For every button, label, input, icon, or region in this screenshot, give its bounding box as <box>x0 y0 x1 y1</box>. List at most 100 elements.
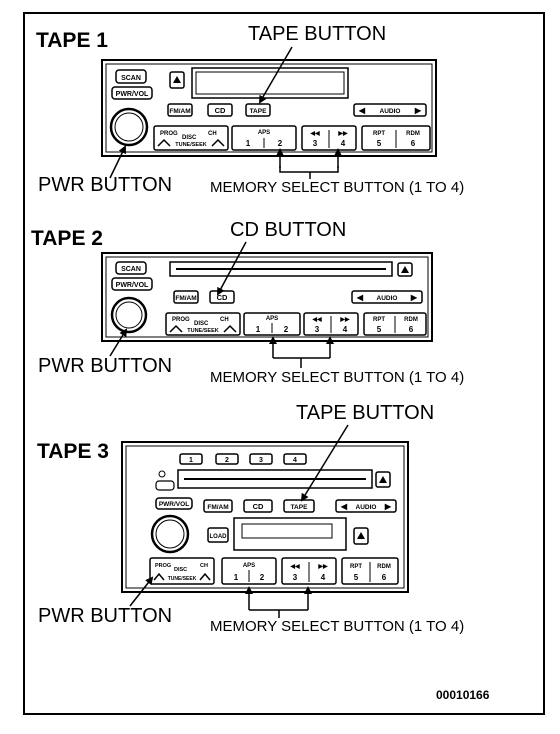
fast-forward-icon: ▶▶ <box>339 316 350 323</box>
fast-forward-icon: ▶▶ <box>317 563 328 570</box>
right-arrow-icon: ▶ <box>414 106 422 115</box>
fast-forward-icon: ▶▶ <box>337 130 348 137</box>
fm-am-button[interactable] <box>167 103 193 117</box>
section-title-tape-3: TAPE 3 <box>37 440 109 463</box>
prog-label: PROG <box>172 317 190 323</box>
pwr-vol-knob[interactable] <box>150 514 190 554</box>
rewind-icon: ◀◀ <box>289 563 300 570</box>
disc-4-label: 4 <box>293 457 297 464</box>
disc-label: DISC <box>194 321 209 327</box>
audio-button-group[interactable] <box>351 290 423 304</box>
cd-button[interactable] <box>207 103 233 117</box>
preset-4-label: 4 <box>341 139 346 148</box>
preset-3-label: 3 <box>313 139 318 148</box>
left-arrow-icon: ◀ <box>356 293 364 302</box>
fm-am-label: FM/AM <box>207 504 228 511</box>
pwr-vol-knob[interactable] <box>109 107 149 147</box>
load-label: LOAD <box>210 534 228 540</box>
audio-button-group[interactable] <box>335 499 397 513</box>
load-button[interactable] <box>207 527 229 543</box>
disc-3-label: 3 <box>259 457 263 464</box>
tune-seek-label: TUNE/SEEK <box>168 576 197 582</box>
disc-2-label: 2 <box>225 457 229 464</box>
audio-label: AUDIO <box>380 108 401 115</box>
tape-door <box>233 517 347 551</box>
preset-4-label: 4 <box>321 573 326 582</box>
preset-6-label: 6 <box>409 325 414 334</box>
preset-5-label: 5 <box>354 573 359 582</box>
tune-seek-rocker[interactable] <box>165 312 241 336</box>
scan-button[interactable] <box>115 69 147 84</box>
scan-button[interactable] <box>115 261 147 275</box>
rewind-icon: ◀◀ <box>311 316 322 323</box>
pwr-vol-label: PWR/VOL <box>159 501 189 508</box>
eject-icon <box>173 76 181 83</box>
aps-label: APS <box>266 316 278 322</box>
tape-button[interactable] <box>283 499 315 513</box>
fm-am-label: FM/AM <box>169 108 190 115</box>
callout-pwr-button-2: PWR BUTTON <box>38 355 173 377</box>
preset-5-label: 5 <box>377 139 382 148</box>
callout-memory-select-3: MEMORY SELECT BUTTON (1 TO 4) <box>210 618 465 635</box>
rdm-label: RDM <box>406 131 420 137</box>
callout-pwr-button-1: PWR BUTTON <box>38 174 173 196</box>
scan-label: SCAN <box>121 75 141 82</box>
preset-2-label: 2 <box>278 139 283 148</box>
figure-frame <box>23 12 545 715</box>
pwr-vol-label: PWR/VOL <box>116 282 149 289</box>
tune-seek-rocker[interactable] <box>149 557 215 585</box>
tune-seek-label: TUNE/SEEK <box>187 328 219 334</box>
preset-2-label: 2 <box>284 325 289 334</box>
right-arrow-icon: ▶ <box>384 502 392 511</box>
rdm-label: RDM <box>377 564 391 570</box>
disc-3-button[interactable] <box>249 453 273 465</box>
fm-am-label: FM/AM <box>175 295 196 302</box>
preset-6-label: 6 <box>382 573 387 582</box>
audio-button-group[interactable] <box>353 103 427 117</box>
ch-label: CH <box>208 131 217 137</box>
callout-tape-button-3: TAPE BUTTON <box>296 402 435 424</box>
tape-eject-icon <box>357 532 365 539</box>
rdm-label: RDM <box>404 317 418 323</box>
fm-am-button[interactable] <box>203 499 233 513</box>
tune-up-icon <box>211 138 225 147</box>
pwr-vol-knob[interactable] <box>110 296 148 334</box>
rewind-icon: ◀◀ <box>309 130 320 137</box>
tune-down-icon <box>169 324 183 333</box>
right-arrow-icon: ▶ <box>410 293 418 302</box>
section-title-tape-2: TAPE 2 <box>31 227 103 250</box>
preset-3-label: 3 <box>315 325 320 334</box>
cd-button[interactable] <box>243 499 273 513</box>
scan-label: SCAN <box>121 266 141 273</box>
prog-label: PROG <box>160 131 178 137</box>
left-arrow-icon: ◀ <box>358 106 366 115</box>
pwr-vol-label-plate <box>111 86 153 100</box>
pwr-vol-label-plate <box>111 277 153 291</box>
preset-2-label: 2 <box>260 573 265 582</box>
audio-label: AUDIO <box>356 504 377 511</box>
radio-faceplate-tape-3: 1 2 3 4 PWR/VOL FM/AM CD TAPE ◀ AUDIO ▶ … <box>121 441 409 593</box>
callout-tape-button: TAPE BUTTON <box>248 23 387 45</box>
preset-5-label: 5 <box>377 325 382 334</box>
fm-am-button[interactable] <box>173 290 199 304</box>
callout-memory-select-1: MEMORY SELECT BUTTON (1 TO 4) <box>210 179 465 196</box>
aps-label: APS <box>243 563 255 569</box>
radio-faceplate-tape-1: SCAN PWR/VOL FM/AM CD TAPE ◀ AUDIO ▶ PRO… <box>101 59 437 157</box>
preset-6-label: 6 <box>411 139 416 148</box>
disc-2-button[interactable] <box>215 453 239 465</box>
tune-seek-rocker[interactable] <box>153 125 229 151</box>
eject-icon <box>379 476 387 483</box>
tape-button[interactable] <box>245 103 271 117</box>
preset-1-label: 1 <box>234 573 239 582</box>
tune-up-icon <box>199 572 211 581</box>
disc-1-label: 1 <box>189 457 193 464</box>
cd-label: CD <box>253 502 264 511</box>
tune-down-icon <box>157 138 171 147</box>
disc-label: DISC <box>182 135 197 141</box>
callout-memory-select-2: MEMORY SELECT BUTTON (1 TO 4) <box>210 369 465 386</box>
load-small-button[interactable] <box>155 480 175 491</box>
disc-1-button[interactable] <box>179 453 203 465</box>
ch-label: CH <box>200 563 208 569</box>
tune-seek-label: TUNE/SEEK <box>175 142 207 148</box>
rpt-label: RPT <box>350 564 362 570</box>
